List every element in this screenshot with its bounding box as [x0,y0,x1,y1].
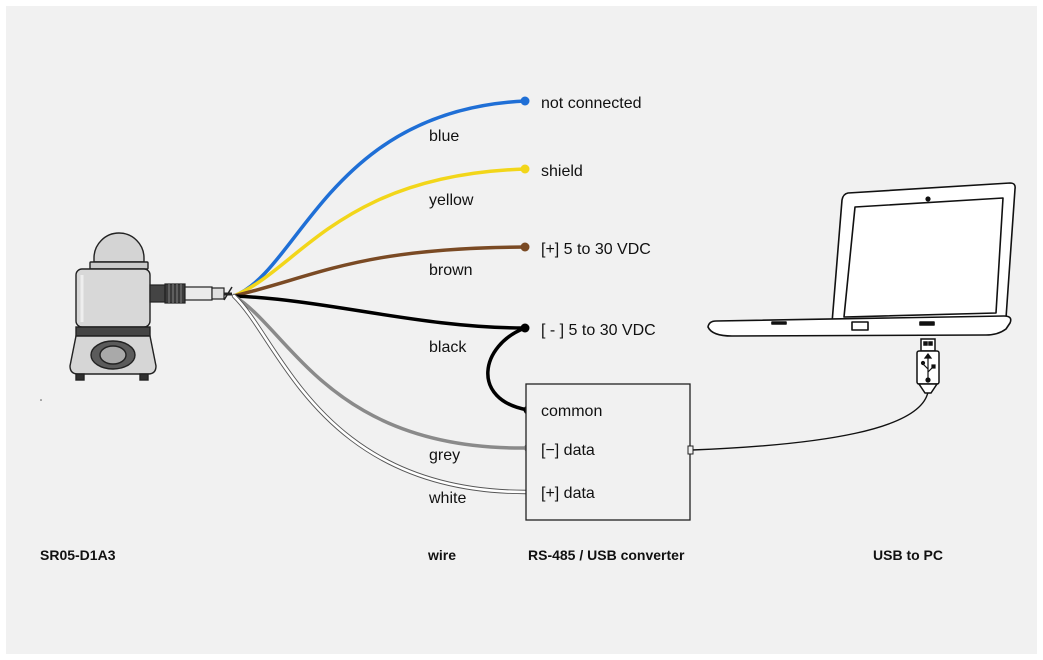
brown-wire [232,245,527,298]
converter-row-plus-data: [+] data [541,485,595,502]
wire-label-white: white [428,490,466,507]
converter-row-minus-data: [−] data [541,442,595,459]
caption-converter: RS-485 / USB converter [528,547,685,563]
usb-plug-icon [916,338,940,394]
converter-row-common: common [541,403,602,420]
caption-pc: USB to PC [873,547,943,563]
usb-cable [691,391,929,451]
white-wire [232,294,528,494]
blue-wire [232,99,527,298]
black-jumper-wire [486,326,530,412]
wire-bundle [231,99,929,495]
rs485-converter-box [525,383,691,521]
converter-usb-port [687,445,694,455]
caption-sensor: SR05-D1A3 [40,547,116,563]
connector-icon [149,283,233,304]
pyranometer-icon [69,232,157,381]
label-not-connected: not connected [541,95,642,112]
usb-symbol-icon [920,353,936,383]
wire-label-yellow: yellow [429,192,474,209]
wire-label-black: black [429,339,467,356]
dot-mark [40,399,42,401]
grey-wire [232,294,528,450]
label-minus-supply: [ - ] 5 to 30 VDC [541,322,656,339]
wire-label-blue: blue [429,128,459,145]
caption-wire: wire [427,547,456,563]
black-wire [232,294,527,330]
label-plus-supply: [+] 5 to 30 VDC [541,241,651,258]
wire-label-grey: grey [429,447,460,464]
label-shield: shield [541,163,583,180]
yellow-wire [232,167,527,298]
wire-label-brown: brown [429,262,473,279]
laptop-icon [707,182,1016,337]
